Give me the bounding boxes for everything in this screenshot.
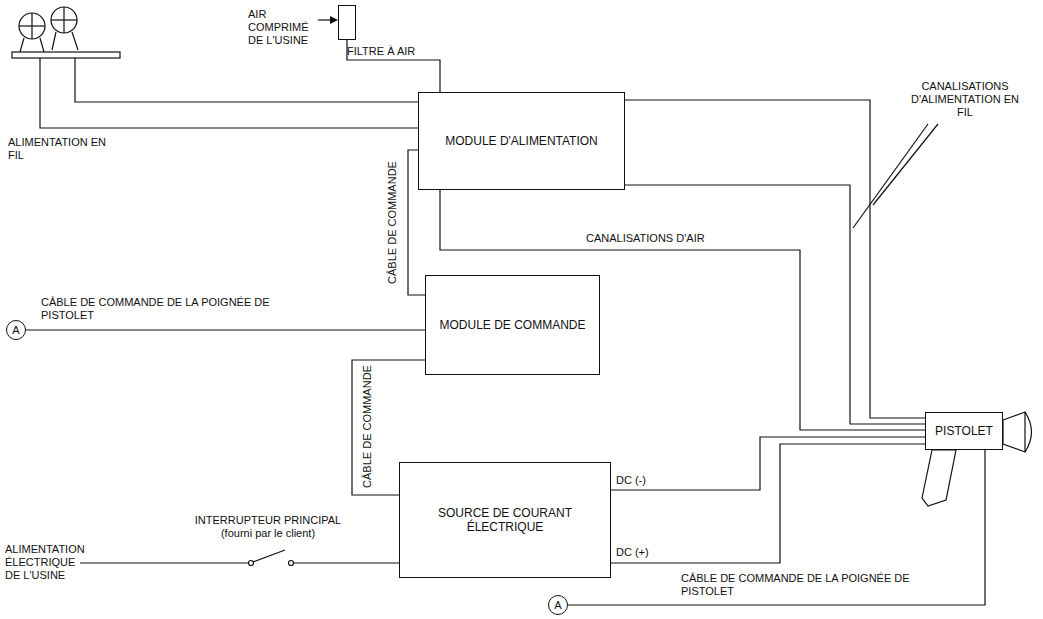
wire-spool — [12, 7, 120, 58]
edge-label: CÂBLE DE COMMANDE DE LA POIGNÉE DE PISTO… — [40, 296, 292, 322]
connector-line — [26, 329, 425, 330]
edge-label: CANALISATIONS D'AIR — [585, 232, 747, 245]
switch-contact — [289, 561, 294, 566]
arrow-head — [330, 16, 338, 24]
note-label: INTERRUPTEUR PRINCIPAL (fourni par le cl… — [178, 514, 358, 540]
gun-nozzle — [1025, 412, 1032, 452]
power-line — [80, 562, 248, 563]
box-label: FILTRE À AIR — [347, 44, 415, 58]
connector-line — [611, 444, 925, 563]
process-box: MODULE D'ALIMENTATION — [418, 92, 625, 190]
gun-body: PISTOLET — [925, 412, 1003, 450]
edge-label: CÂBLE DE COMMANDE — [360, 364, 373, 489]
box-label: MODULE DE COMMANDE — [439, 318, 585, 332]
process-box: MODULE DE COMMANDE — [425, 275, 600, 375]
wire-line — [40, 58, 418, 128]
gun-nozzle — [1003, 412, 1025, 452]
note-label: AIR COMPRIMÉ DE L'USINE — [248, 8, 320, 47]
note-label: ALIMENTATION ÉLECTRIQUE DE L'USINE — [5, 543, 93, 582]
connector-line — [625, 100, 925, 418]
connector-line — [611, 437, 925, 490]
wire-line — [75, 58, 418, 102]
note-label: ALIMENTATION EN FIL — [8, 136, 123, 162]
note-label: CANALISATIONS D'ALIMENTATION EN FIL — [905, 80, 1025, 119]
air-arrow — [318, 19, 332, 20]
process-box: SOURCE DE COURANT ÉLECTRIQUE — [399, 462, 611, 578]
switch-lever — [253, 550, 285, 562]
connector-line — [568, 450, 985, 605]
box-label: PISTOLET — [935, 424, 993, 438]
box-label: A — [554, 599, 561, 611]
leader-line — [853, 124, 928, 228]
connector-circle: A — [6, 320, 26, 340]
power-line — [294, 562, 405, 563]
gun-handle — [922, 450, 956, 506]
leader-line — [873, 124, 938, 205]
switch-contact — [249, 561, 254, 566]
connector-line — [347, 40, 440, 92]
edge-label: CÂBLE DE COMMANDE — [385, 160, 398, 285]
connector-circle: A — [548, 595, 568, 615]
box-label: MODULE D'ALIMENTATION — [445, 134, 598, 148]
box-label: SOURCE DE COURANT ÉLECTRIQUE — [400, 506, 610, 534]
edge-label: DC (+) — [615, 546, 677, 559]
air-filter: FILTRE À AIR — [338, 5, 356, 40]
box-label: A — [12, 324, 19, 336]
connector-line — [625, 185, 925, 424]
edge-label: DC (-) — [615, 474, 677, 487]
edge-label: CÂBLE DE COMMANDE DE LA POIGNÉE DE PISTO… — [680, 572, 912, 598]
